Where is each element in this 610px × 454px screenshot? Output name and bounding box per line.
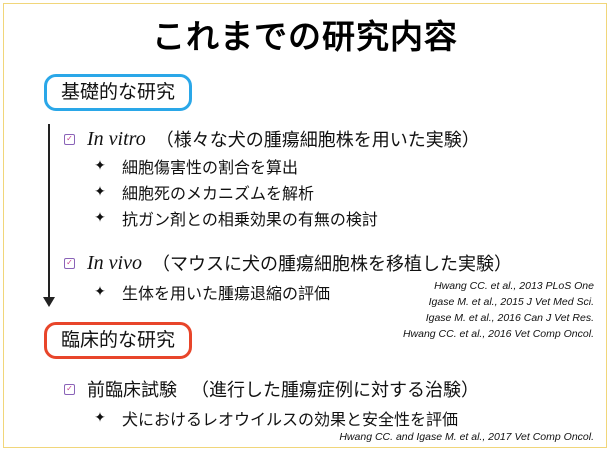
list-item: ✦ 細胞死のメカニズムを解析 (92, 180, 314, 204)
checkbox-icon: ✓ (64, 383, 75, 395)
clinical-trial-description: （進行した腫瘍症例に対する治験） (191, 380, 479, 401)
clinical-research-label: 臨床的な研究 (44, 322, 193, 359)
four-point-star-icon: ✦ (94, 210, 106, 226)
four-point-star-icon: ✦ (94, 410, 106, 426)
in-vivo-row: ✓ In vivo （マウスに犬の腫瘍細胞株を移植した実験） (64, 250, 512, 276)
reference: Hwang CC. et al., 2013 PLoS One (434, 280, 594, 292)
in-vitro-description: （様々な犬の腫瘍細胞株を用いた実験） (155, 130, 480, 151)
in-vivo-label: In vivo (87, 251, 142, 274)
down-arrow-icon (43, 297, 55, 307)
slide-title: これまでの研究内容 (152, 17, 458, 56)
checkbox-icon: ✓ (64, 257, 75, 269)
in-vitro-item-3: 抗ガン剤との相乗効果の有無の検討 (122, 210, 378, 229)
list-item: ✦ 犬におけるレオウイルスの効果と安全性を評価 (92, 406, 458, 430)
reference: Hwang CC. et al., 2016 Vet Comp Oncol. (402, 328, 594, 340)
reference: Igase M. et al., 2015 J Vet Med Sci. (428, 296, 594, 308)
in-vitro-label: In vitro (87, 127, 146, 150)
slide: これまでの研究内容 基礎的な研究 ✓ In vitro （様々な犬の腫瘍細胞株を… (3, 3, 607, 448)
basic-research-label: 基礎的な研究 (44, 74, 193, 111)
four-point-star-icon: ✦ (94, 184, 106, 200)
list-item: ✦ 抗ガン剤との相乗効果の有無の検討 (92, 206, 378, 230)
clinical-trial-label: 前臨床試験 (87, 380, 177, 401)
list-item: ✦ 生体を用いた腫瘍退縮の評価 (92, 280, 330, 304)
in-vitro-item-2: 細胞死のメカニズムを解析 (122, 184, 315, 203)
four-point-star-icon: ✦ (94, 284, 106, 300)
basic-references: Hwang CC. et al., 2013 PLoS One Igase M.… (403, 278, 594, 342)
progress-arrow-line (48, 124, 50, 299)
reference: Igase M. et al., 2016 Can J Vet Res. (425, 312, 594, 324)
clinical-trial-row: ✓ 前臨床試験 （進行した腫瘍症例に対する治験） (64, 376, 479, 402)
in-vitro-row: ✓ In vitro （様々な犬の腫瘍細胞株を用いた実験） (64, 126, 480, 152)
list-item: ✦ 細胞傷害性の割合を算出 (92, 154, 298, 178)
four-point-star-icon: ✦ (94, 158, 106, 174)
in-vivo-item-1: 生体を用いた腫瘍退縮の評価 (122, 284, 331, 303)
clinical-reference: Hwang CC. and Igase M. et al., 2017 Vet … (339, 431, 594, 443)
clinical-item-1: 犬におけるレオウイルスの効果と安全性を評価 (122, 410, 459, 429)
checkbox-icon: ✓ (64, 133, 75, 145)
in-vivo-description: （マウスに犬の腫瘍細胞株を移植した実験） (151, 254, 512, 275)
in-vitro-item-1: 細胞傷害性の割合を算出 (122, 158, 299, 177)
